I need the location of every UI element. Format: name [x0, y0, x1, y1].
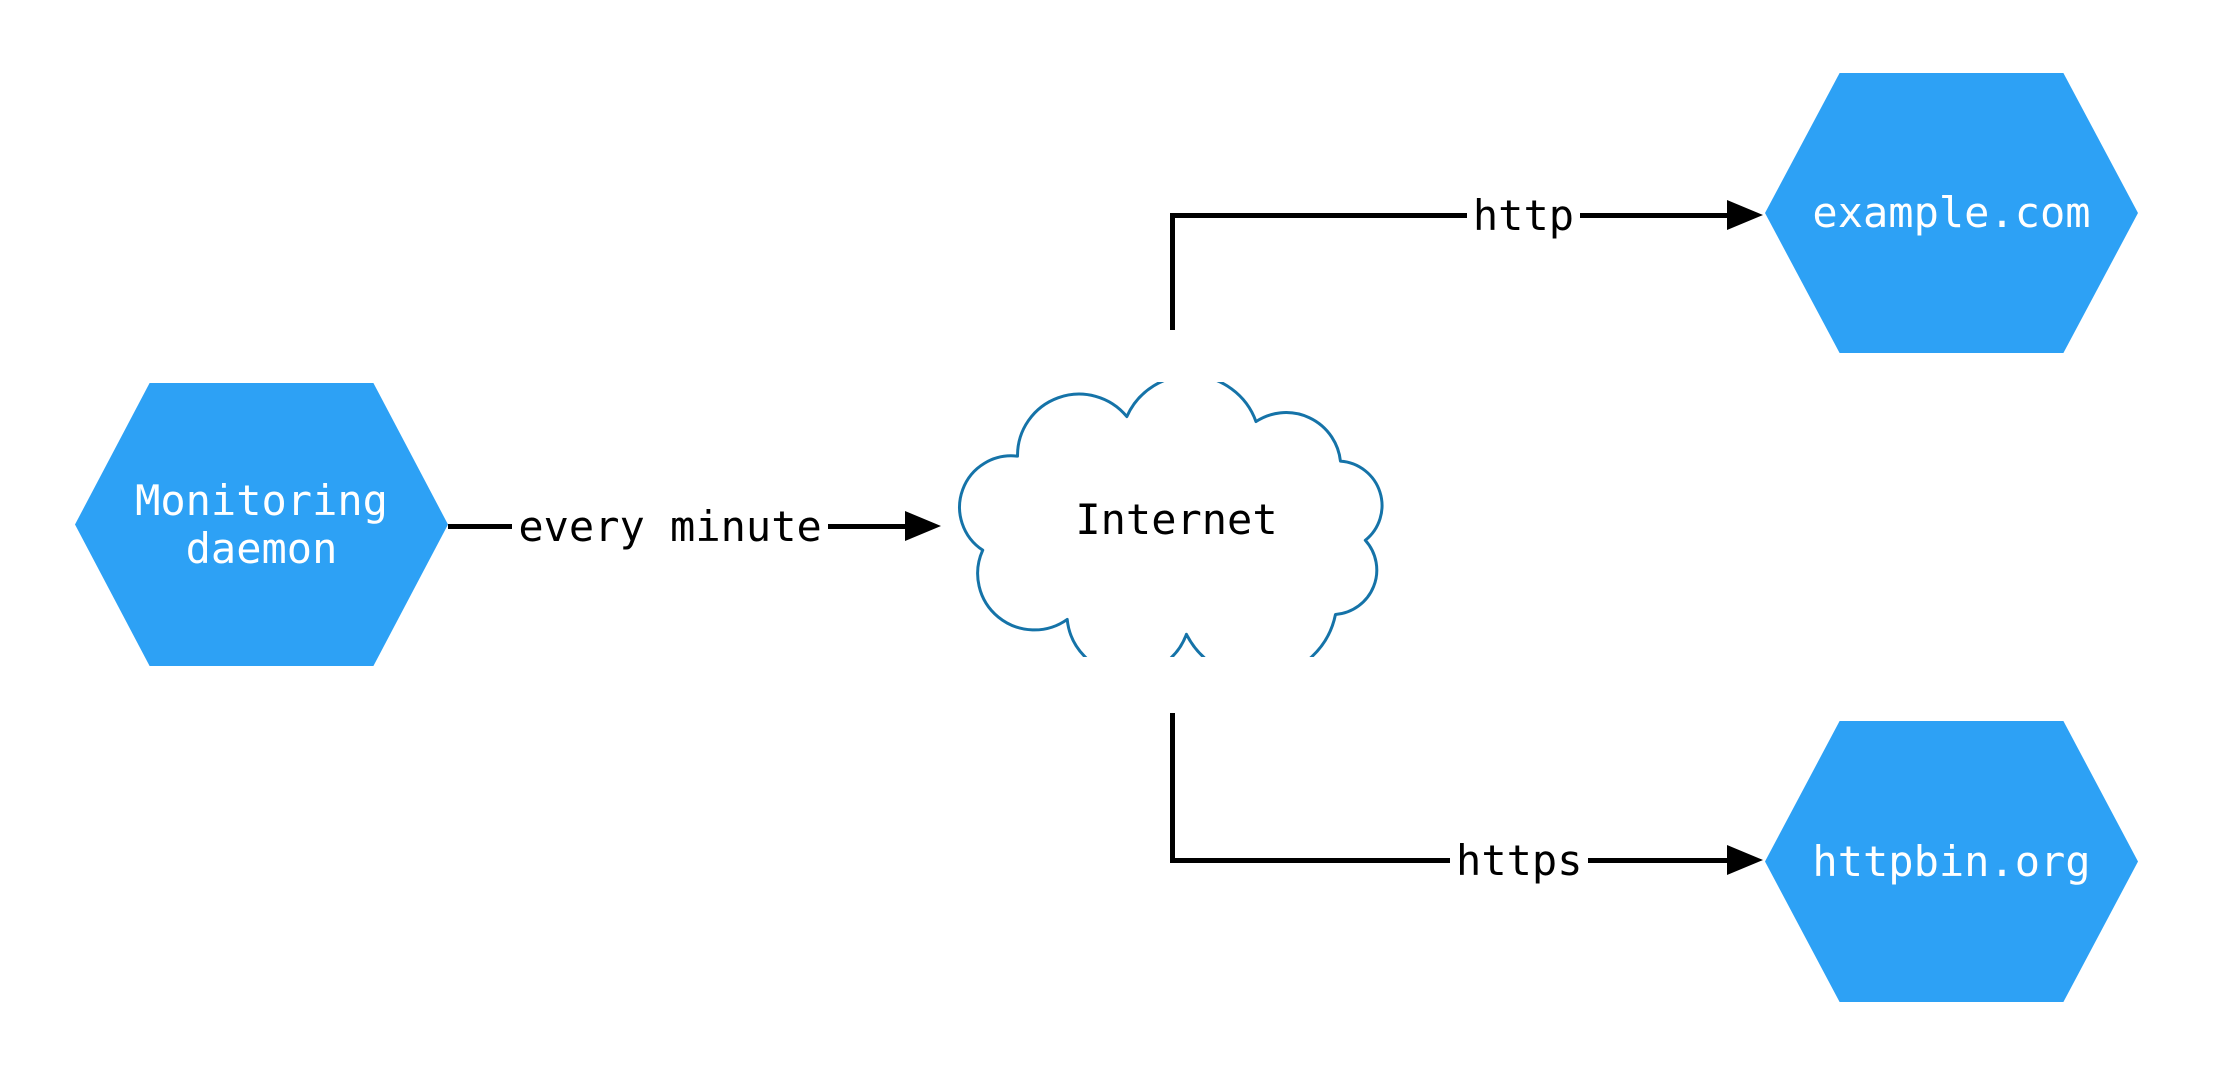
node-httpbin-org-label: httpbin.org: [1812, 836, 2091, 886]
arrowhead-icon: [1727, 200, 1763, 230]
edge-https-line-left: [1173, 857, 1451, 863]
edge-every-minute: every minute: [448, 496, 941, 556]
node-internet-label: Internet: [1075, 495, 1278, 544]
edge-every-minute-line-right: [827, 523, 905, 529]
edge-every-minute-line-left: [448, 523, 513, 529]
edge-https-line-right: [1588, 857, 1727, 863]
node-monitoring-daemon: Monitoring daemon: [75, 383, 448, 666]
edge-https: https: [1173, 830, 1763, 890]
edge-https-label: https: [1456, 835, 1583, 885]
edge-http-vertical-segment: [1170, 213, 1175, 330]
edge-http: http: [1173, 185, 1763, 245]
edge-http-line-left: [1173, 212, 1467, 218]
edge-every-minute-label: every minute: [518, 501, 822, 551]
node-httpbin-org: httpbin.org: [1765, 721, 2138, 1002]
node-monitoring-daemon-label-line1: Monitoring: [135, 476, 388, 526]
arrowhead-icon: [905, 511, 941, 541]
edge-http-label: http: [1472, 190, 1575, 240]
arrowhead-icon: [1727, 845, 1763, 875]
node-example-com-label: example.com: [1812, 188, 2091, 238]
edge-http-line-right: [1580, 212, 1727, 218]
cloud-icon: [958, 382, 1384, 657]
node-monitoring-daemon-label-line2: daemon: [185, 523, 338, 573]
node-internet: Internet: [943, 382, 1410, 657]
node-example-com: example.com: [1765, 73, 2138, 353]
edge-https-vertical-segment: [1170, 713, 1175, 863]
